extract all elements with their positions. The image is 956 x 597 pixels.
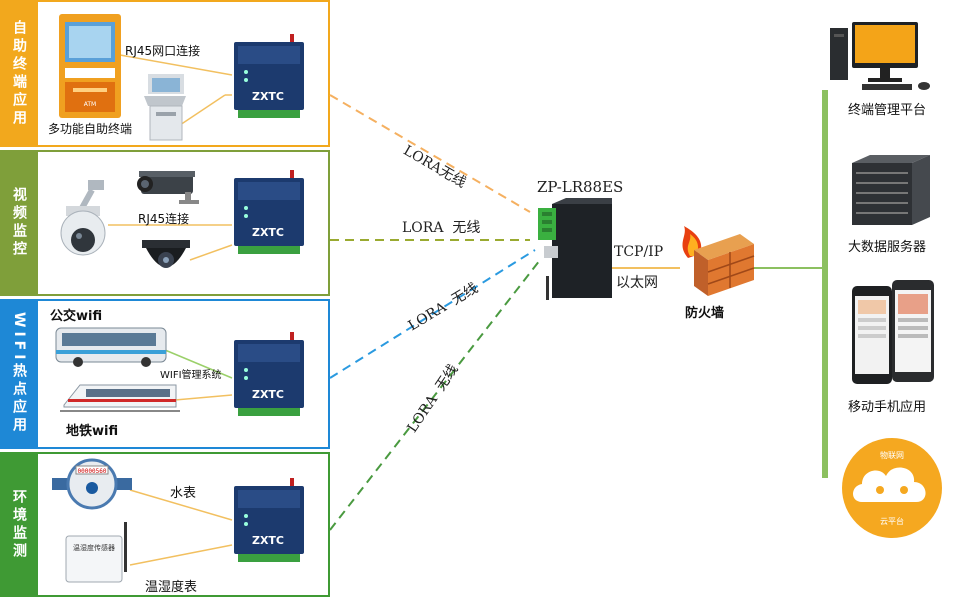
lora-device-2: ZXTC: [232, 170, 308, 254]
ceiling-camera-image: [142, 240, 190, 268]
lora-device-icon: ZXTC: [234, 478, 304, 562]
big-data-server-label: 大数据服务器: [848, 240, 927, 255]
panel-video: [0, 150, 330, 296]
svg-text:物联网: 物联网: [880, 450, 904, 460]
svg-text:ATM: ATM: [84, 101, 96, 108]
metro-wifi-label: 地铁wifi: [66, 424, 119, 439]
section-label-wifi: WIFI热点应用: [0, 299, 38, 449]
ethernet-label: 以太网: [616, 275, 658, 291]
section-label-self-service: 自助终端应用: [0, 0, 38, 147]
atm-terminal-image: [144, 74, 186, 141]
svg-text:ZXTC: ZXTC: [252, 534, 284, 547]
humidity-meter-label: 温湿度表: [145, 580, 198, 595]
svg-text:ZXTC: ZXTC: [252, 388, 284, 401]
svg-text:ZXTC: ZXTC: [252, 90, 284, 103]
lora-device-icon: ZXTC: [234, 332, 304, 416]
section-label-video: 视频监控: [0, 150, 38, 296]
svg-text:云平台: 云平台: [880, 516, 904, 526]
lora-device-icon: ZXTC: [234, 170, 304, 254]
svg-text:00000560: 00000560: [78, 468, 107, 475]
iot-cloud-platform-icon: 物联网 云平台: [842, 438, 942, 538]
svg-text:ZXTC: ZXTC: [252, 226, 284, 239]
server-rack-icon: [852, 155, 930, 225]
section-label-environment: 环境监测: [0, 452, 38, 597]
bus-image: [55, 327, 167, 367]
bullet-camera-image: [137, 171, 199, 204]
kiosk-image: ATM: [59, 14, 121, 118]
smartphones-icon: [852, 280, 934, 384]
metro-image: [60, 384, 180, 412]
panel-wifi: [0, 299, 330, 449]
gateway-name: ZP-LR88ES: [537, 178, 624, 196]
gateway-device-image: [538, 198, 612, 300]
multi-function-terminal-label: 多功能自助终端: [48, 122, 133, 136]
firewall-icon: [682, 226, 755, 296]
dome-camera-image: [60, 180, 106, 256]
humidity-sensor-image: 温湿度传感器: [65, 522, 127, 583]
panel-self-service: [0, 0, 330, 147]
lora-device-4: ZXTC: [232, 478, 308, 562]
firewall-label: 防火墙: [685, 306, 725, 321]
wifi-management-system-label: WIFI管理系统: [160, 370, 222, 381]
lora-device-icon: ZXTC: [234, 34, 304, 118]
tcp-ip-label: TCP/IP: [614, 244, 664, 260]
panel-environment: [0, 452, 330, 597]
lora-device-1: ZXTC: [232, 34, 308, 118]
bus-wifi-label: 公交wifi: [50, 309, 103, 324]
terminal-management-platform-label: 终端管理平台: [848, 103, 927, 118]
lora-link-label-2: LORA 无线: [402, 220, 481, 236]
svg-text:温湿度传感器: 温湿度传感器: [73, 543, 115, 552]
rj45-link-label: RJ45连接: [138, 212, 190, 226]
rj45-port-label: RJ45网口连接: [125, 44, 201, 58]
water-meter-image: 00000560: [52, 458, 132, 510]
lora-device-3: ZXTC: [232, 332, 308, 416]
monitor-icon: [830, 22, 930, 90]
water-meter-label: 水表: [170, 486, 197, 501]
mobile-app-label: 移动手机应用: [848, 400, 927, 415]
